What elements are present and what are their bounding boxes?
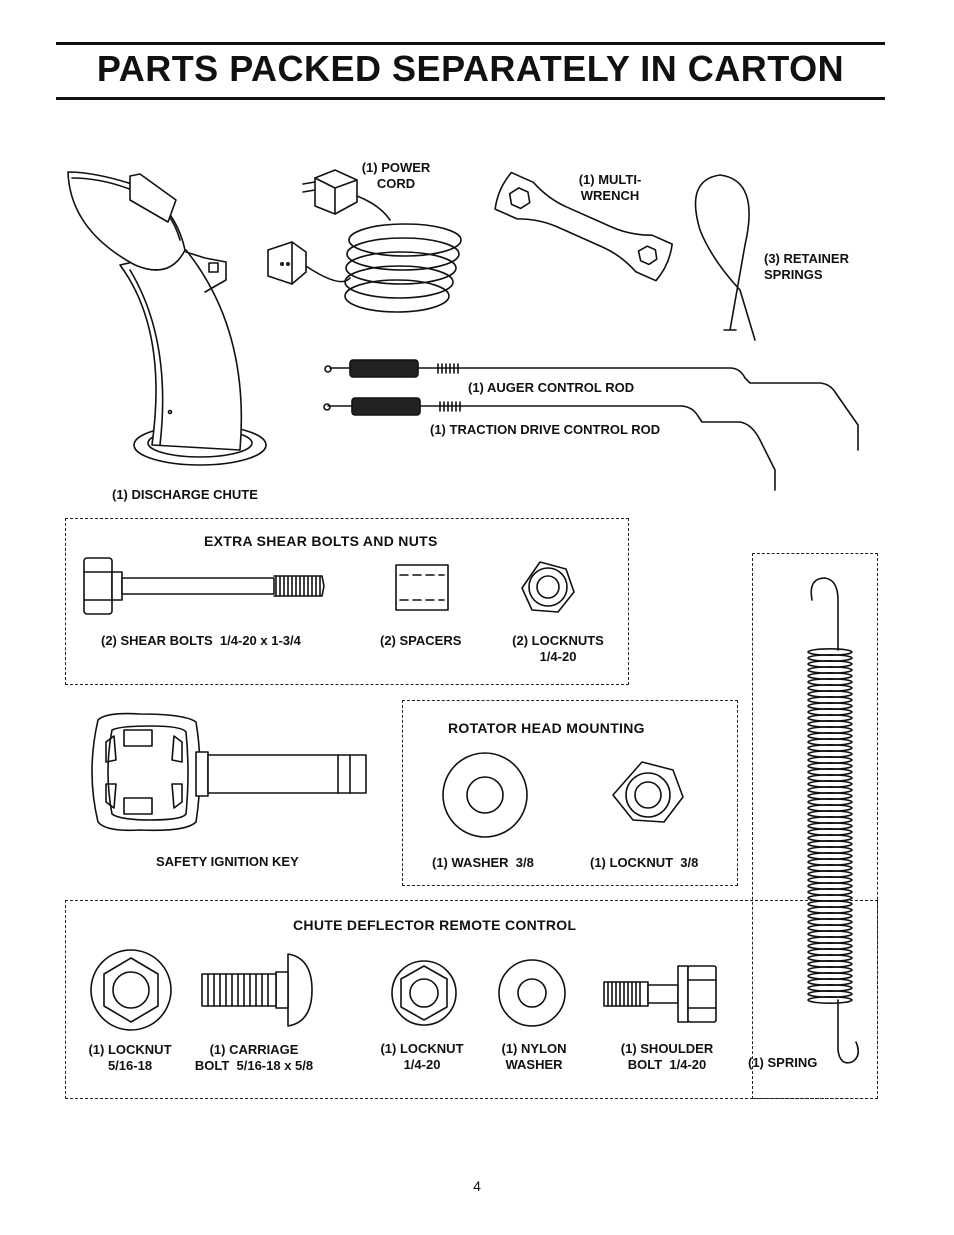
locknut-516-drawing [90, 949, 172, 1031]
spring-label: (1) SPRING [748, 1055, 818, 1070]
traction-rod-drawing [323, 397, 776, 491]
page-number: 4 [473, 1178, 481, 1194]
title-rule-top [56, 42, 885, 45]
traction-rod-label: (1) TRACTION DRIVE CONTROL ROD [430, 422, 661, 437]
spring-box [752, 553, 878, 1099]
locknut-14-drawing [391, 960, 457, 1026]
rotator-locknut-label: (1) LOCKNUT 3/8 [590, 855, 699, 870]
power-cord-drawing [267, 169, 462, 313]
power-cord-label: (1) POWER CORD [361, 160, 431, 191]
rotator-washer-label: (1) WASHER 3/8 [432, 855, 534, 870]
rotator-washer-drawing [442, 752, 528, 838]
retainer-spring-drawing [694, 174, 756, 341]
shear-locknuts-label: (2) LOCKNUTS 1/4-20 [512, 633, 604, 664]
retainer-springs-label: (3) RETAINER SPRINGS [764, 251, 849, 282]
spring-coil [807, 995, 853, 1004]
shear-locknut-drawing [521, 561, 575, 613]
shear-bolt-drawing [83, 557, 325, 615]
discharge-chute-label: (1) DISCHARGE CHUTE [112, 487, 258, 502]
safety-key-drawing [91, 712, 367, 832]
spacers-label: (2) SPACERS [380, 633, 462, 648]
spacer-drawing [395, 564, 449, 611]
rotator-head-box [402, 700, 738, 886]
shoulder-bolt-label: (1) SHOULDER BOLT 1/4-20 [620, 1041, 714, 1072]
shear-bolts-label: (2) SHEAR BOLTS 1/4-20 x 1-3/4 [101, 633, 301, 648]
locknut-516-label: (1) LOCKNUT 5/16-18 [88, 1042, 172, 1073]
auger-rod-drawing [324, 359, 859, 451]
page-title: PARTS PACKED SEPARATELY IN CARTON [96, 48, 845, 89]
extension-spring-drawing [807, 577, 860, 1064]
auger-rod-label: (1) AUGER CONTROL ROD [468, 380, 635, 395]
carriage-bolt-label: (1) CARRIAGE BOLT 5/16-18 x 5/8 [194, 1042, 314, 1073]
chute-deflector-heading: CHUTE DEFLECTOR REMOTE CONTROL [293, 917, 577, 933]
nylon-washer-drawing [498, 959, 566, 1027]
nylon-washer-label: (1) NYLON WASHER [501, 1041, 567, 1072]
rotator-locknut-drawing [612, 761, 684, 823]
rotator-section-heading: ROTATOR HEAD MOUNTING [448, 720, 645, 736]
discharge-chute-drawing [67, 171, 267, 466]
multi-wrench-label: (1) MULTI- WRENCH [578, 172, 642, 203]
shoulder-bolt-drawing [603, 965, 717, 1023]
shear-section-heading: EXTRA SHEAR BOLTS AND NUTS [204, 533, 438, 549]
locknut-14-label: (1) LOCKNUT 1/4-20 [380, 1041, 464, 1072]
multi-wrench-drawing [494, 171, 673, 282]
title-rule-bottom [56, 97, 885, 100]
safety-key-label: SAFETY IGNITION KEY [156, 854, 299, 869]
carriage-bolt-drawing [201, 953, 313, 1027]
shear-bolts-box [65, 518, 629, 685]
